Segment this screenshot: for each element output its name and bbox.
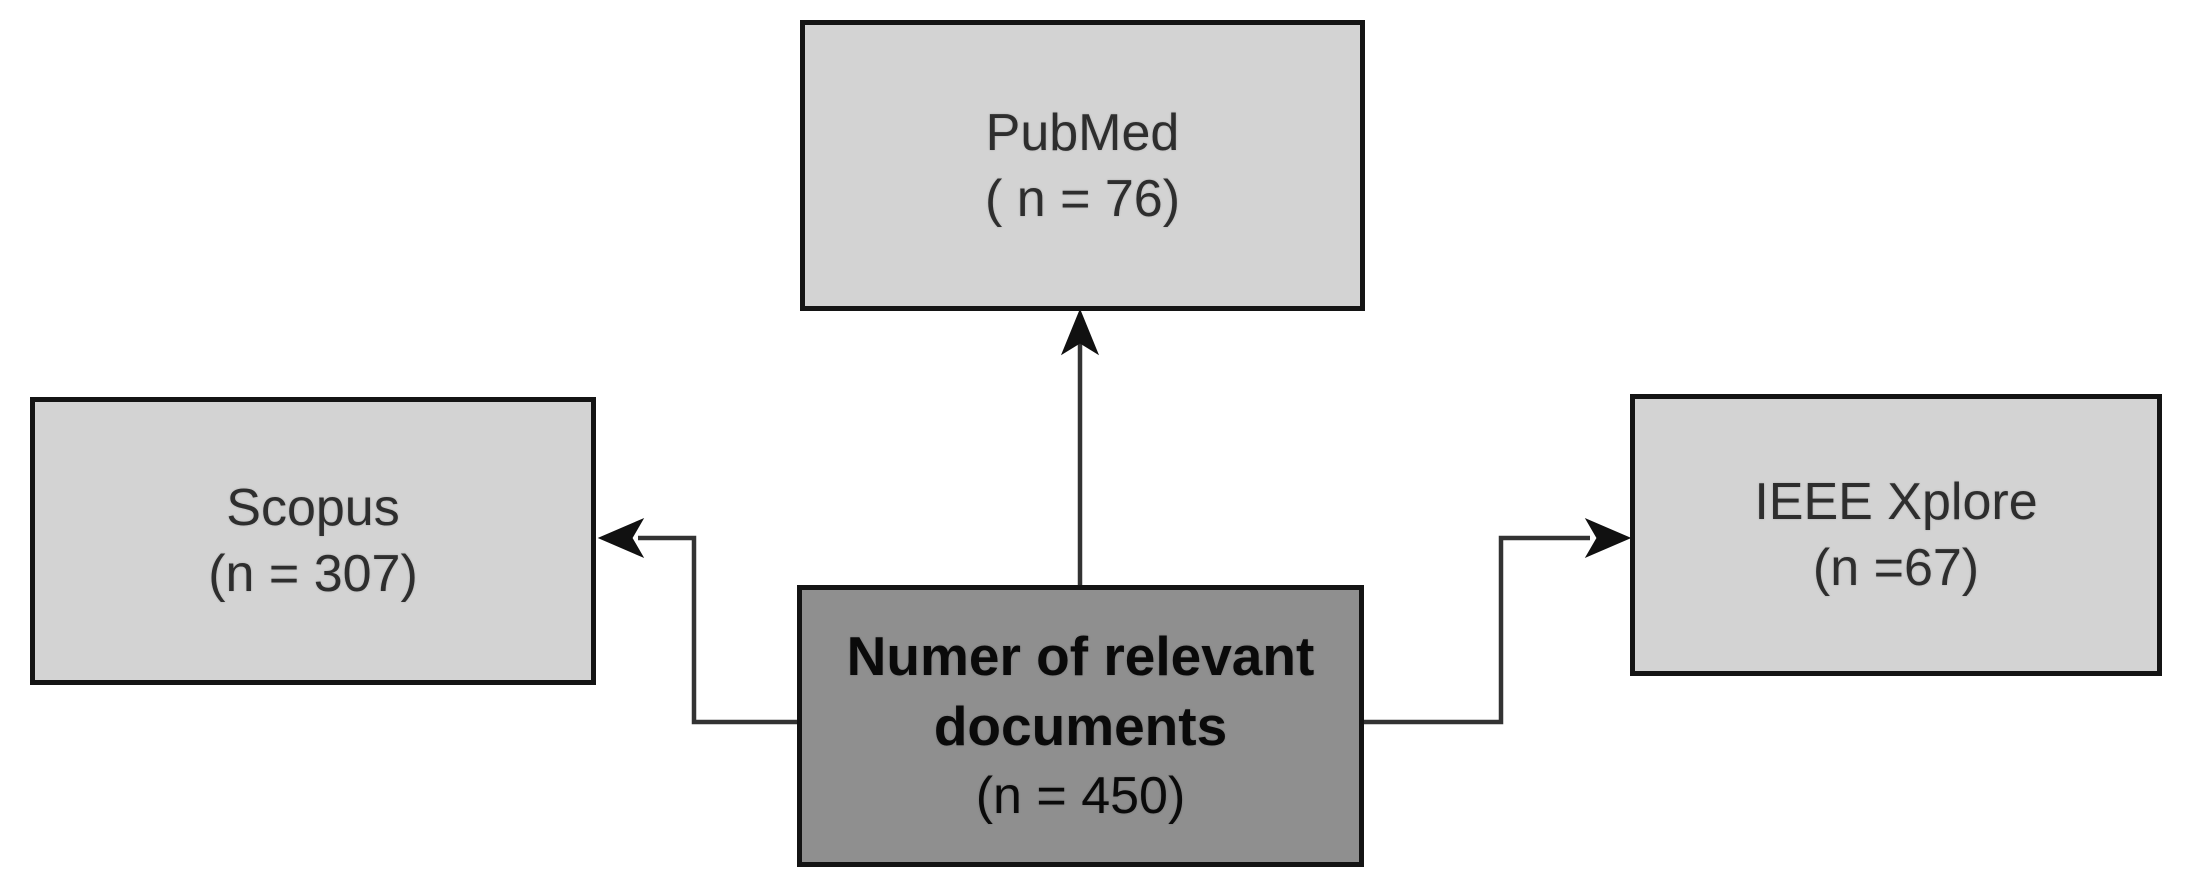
node-scopus-label: Scopus <box>226 479 400 537</box>
edge-line <box>638 535 799 725</box>
edge-center-to-pubmed <box>1060 308 1100 587</box>
arrow-head-up <box>1060 308 1100 356</box>
node-pubmed-count: ( n = 76) <box>984 169 1181 228</box>
arrow-head-left <box>597 517 645 559</box>
edge-center-to-ieee <box>1362 517 1632 725</box>
node-center-count: (n = 450) <box>975 767 1186 825</box>
node-ieee-xplore: IEEE Xplore (n =67) <box>1630 394 2162 676</box>
node-ieee-count: (n =67) <box>1812 539 1980 597</box>
node-center-label-line1: Numer of relevant <box>846 625 1315 687</box>
node-scopus-count: (n = 307) <box>208 545 418 603</box>
arrow-head-right <box>1584 517 1632 559</box>
node-pubmed-label: PubMed <box>985 103 1180 162</box>
node-center-label-line2: documents <box>933 695 1228 757</box>
edge-center-to-scopus <box>597 517 799 725</box>
node-scopus: Scopus (n = 307) <box>30 397 596 685</box>
node-ieee-label: IEEE Xplore <box>1754 473 2038 531</box>
node-pubmed: PubMed ( n = 76) <box>800 20 1365 311</box>
edge-line <box>1362 535 1590 725</box>
node-relevant-documents: Numer of relevant documents (n = 450) <box>797 585 1364 867</box>
